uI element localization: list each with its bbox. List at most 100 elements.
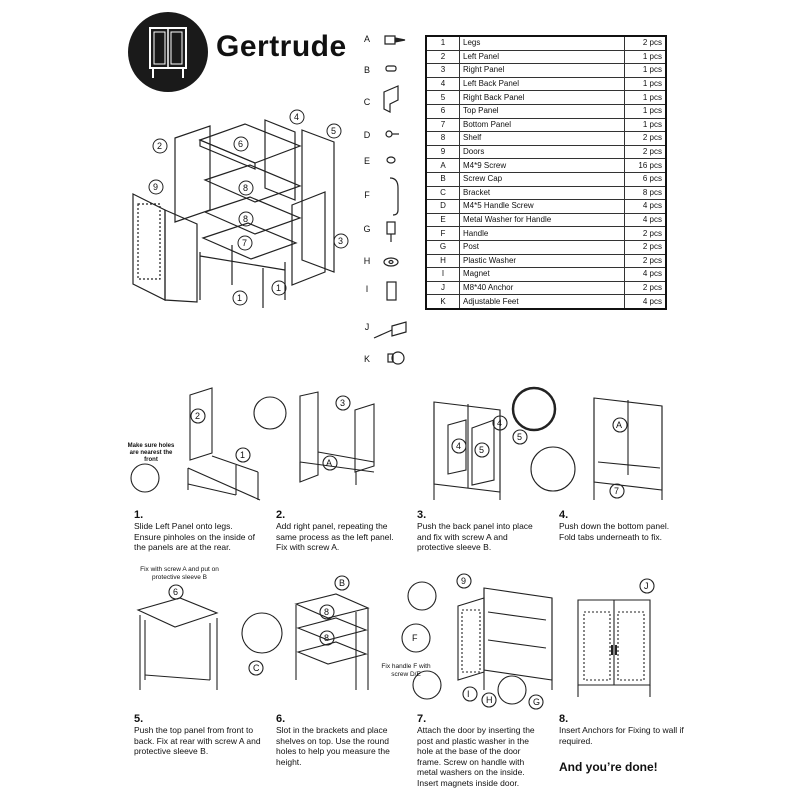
magnet-icon xyxy=(386,281,397,301)
screw-cap-icon xyxy=(385,65,397,72)
step3-illustration xyxy=(433,386,557,500)
callout-4: 4 xyxy=(294,112,300,122)
step6-callout-b: B xyxy=(339,578,346,588)
handle-icon xyxy=(389,177,399,216)
step3-callout-5b: 5 xyxy=(479,445,485,455)
callout-1a: 1 xyxy=(237,293,243,303)
callout-8a: 8 xyxy=(243,183,249,193)
step-5-number: 5. xyxy=(134,713,144,725)
step-4: 4. Push down the bottom panel. Fold tabs… xyxy=(559,509,687,542)
step-5: 5. Push the top panel from front to back… xyxy=(134,713,262,757)
handle-screw-icon xyxy=(385,130,399,138)
step-7: 7. Attach the door by inserting the post… xyxy=(417,713,545,788)
step6-callout-8a: 8 xyxy=(324,607,330,617)
step7-callout-f: F xyxy=(412,633,418,643)
callout-2: 2 xyxy=(157,141,163,151)
callout-5: 5 xyxy=(331,126,337,136)
hardware-letter-g: G xyxy=(363,224,371,234)
step-3-number: 3. xyxy=(417,509,427,521)
hardware-letter-f: F xyxy=(364,190,370,200)
step-6-text: Slot in the brackets and place shelves o… xyxy=(276,725,390,767)
screw-icon xyxy=(384,35,406,45)
step7-callout-h: H xyxy=(486,695,493,705)
step-3: 3. Push the back panel into place and fi… xyxy=(417,509,545,553)
done-message: And you’re done! xyxy=(559,760,658,774)
step4-callout-7: 7 xyxy=(614,486,620,496)
part-quantity: 1 pcs xyxy=(624,117,667,133)
step7-callout-g: G xyxy=(533,697,541,707)
step2-illustration xyxy=(299,391,375,485)
part-quantity: 4 pcs xyxy=(624,294,667,310)
callout-6: 6 xyxy=(238,139,244,149)
part-name: Bottom Panel xyxy=(459,117,625,133)
step-5-text: Push the top panel from front to back. F… xyxy=(134,725,261,756)
step5-callout-6: 6 xyxy=(173,587,179,597)
step-1-number: 1. xyxy=(134,509,144,521)
anchor-icon xyxy=(373,321,407,339)
post-icon xyxy=(386,221,396,242)
part-name: Legs xyxy=(459,35,625,51)
hardware-letter-c: C xyxy=(363,97,371,107)
step-8-text: Insert Anchors for Fixing to wall if req… xyxy=(559,725,684,746)
step8-illustration xyxy=(577,578,655,697)
hardware-letter-d: D xyxy=(363,130,371,140)
step4-callout-a: A xyxy=(616,420,623,430)
part-name: Adjustable Feet xyxy=(459,294,625,310)
step-4-number: 4. xyxy=(559,509,569,521)
cabinet-logo-icon xyxy=(149,27,187,78)
metal-washer-icon xyxy=(386,156,396,164)
brand-logo xyxy=(128,12,208,92)
step-1-text: Slide Left Panel onto legs. Ensure pinho… xyxy=(134,521,255,552)
callout-8b: 8 xyxy=(243,214,249,224)
step-4-text: Push down the bottom panel. Fold tabs un… xyxy=(559,521,670,542)
step7-callout-i: I xyxy=(467,689,470,699)
step-3-text: Push the back panel into place and fix w… xyxy=(417,521,533,552)
step3-callout-5: 5 xyxy=(517,432,523,442)
step4-illustration xyxy=(530,397,663,500)
hardware-letter-e: E xyxy=(363,156,370,166)
step-8-number: 8. xyxy=(559,713,569,725)
bracket-icon xyxy=(383,85,399,113)
step7-callout-9: 9 xyxy=(461,576,467,586)
callout-7: 7 xyxy=(242,238,248,248)
step7-illustration xyxy=(401,573,553,710)
step6-callout-c: C xyxy=(253,663,260,673)
step-7-number: 7. xyxy=(417,713,427,725)
step2-callout-a: A xyxy=(326,458,333,468)
step3-callout-4b: 4 xyxy=(456,441,462,451)
callout-1b: 1 xyxy=(276,283,282,293)
step-6-number: 6. xyxy=(276,713,286,725)
step6-illustration xyxy=(241,575,370,690)
note-fix-handle: Fix handle F with screw D/E xyxy=(381,663,431,678)
callout-9: 9 xyxy=(153,182,159,192)
step5-illustration xyxy=(136,584,219,690)
plastic-washer-icon xyxy=(383,257,399,267)
step1-callout-2: 2 xyxy=(195,411,201,421)
hardware-letter-h: H xyxy=(363,256,371,266)
note-fix-top: Fix with screw A and put on protective s… xyxy=(140,566,219,581)
step6-callout-8b: 8 xyxy=(324,633,330,643)
product-title: Gertrude xyxy=(216,30,347,63)
step2-callout-3: 3 xyxy=(340,398,346,408)
step-7-text: Attach the door by inserting the post an… xyxy=(417,725,535,788)
step1-illustration xyxy=(130,387,287,501)
step-2: 2. Add right panel, repeating the same p… xyxy=(276,509,404,553)
step-8: 8. Insert Anchors for Fixing to wall if … xyxy=(559,713,687,774)
callout-3: 3 xyxy=(338,236,344,246)
step-2-number: 2. xyxy=(276,509,286,521)
adjustable-foot-icon xyxy=(387,351,405,365)
step3-callout-4: 4 xyxy=(497,418,503,428)
note-holes: Make sure holes are nearest the front xyxy=(127,443,175,463)
hardware-letter-k: K xyxy=(363,354,370,364)
